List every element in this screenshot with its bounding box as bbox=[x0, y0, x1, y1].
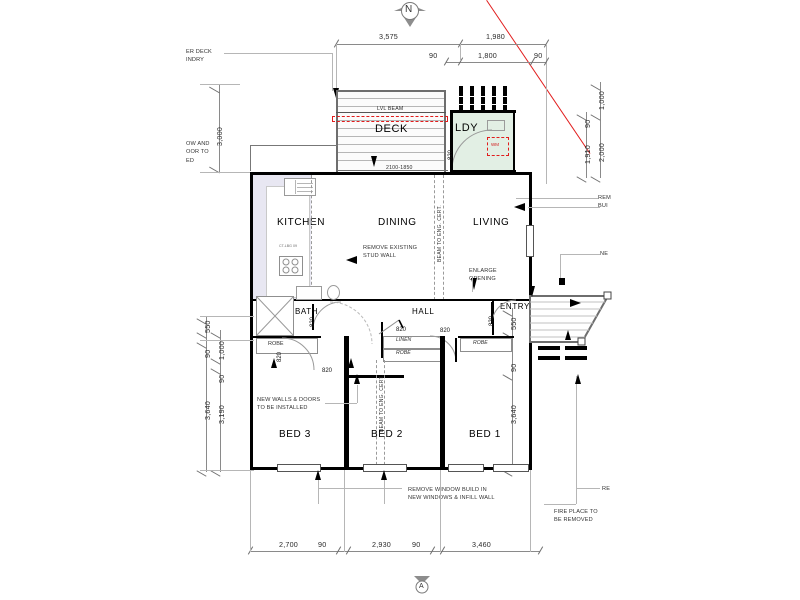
note-ne: NE bbox=[600, 251, 609, 257]
dim-bottom-3460: 3,460 bbox=[472, 540, 491, 549]
kitchen-micro-label: CT-LBG 09 bbox=[279, 244, 297, 248]
door-width-bath: 820 bbox=[310, 316, 316, 327]
room-label-ldy: LDY bbox=[455, 122, 479, 134]
washing-machine-label: WM bbox=[491, 142, 499, 147]
kitchen-floor bbox=[266, 186, 310, 298]
room-label-dining: DINING bbox=[378, 217, 417, 228]
laundry-area bbox=[452, 112, 514, 172]
dim-left-3190: 3,190 bbox=[217, 405, 226, 424]
beam-label-dining: BEAM TO ENG. CERT. bbox=[437, 204, 443, 262]
note-fire-place: FIRE PLACE TO BE REMOVED bbox=[554, 509, 598, 524]
note-new-walls-doors: NEW WALLS & DOORS TO BE INSTALLED bbox=[257, 397, 321, 412]
opening-size-deck: 2100-1850 bbox=[386, 165, 413, 171]
dim-left-3640: 3,640 bbox=[203, 401, 212, 420]
note-remove-window: REMOVE WINDOW BUILD IN NEW WINDOWS & INF… bbox=[408, 487, 495, 502]
dim-top-3575: 3,575 bbox=[379, 32, 398, 41]
note-remove-stud-wall: REMOVE EXISTING STUD WALL bbox=[363, 245, 418, 260]
linen-label: LINEN bbox=[396, 337, 412, 343]
kitchen-sink-icon bbox=[284, 178, 316, 196]
section-marker-label: A bbox=[419, 583, 424, 590]
robe-bed3-label: ROBE bbox=[268, 341, 284, 347]
dim-right-90: 90 bbox=[583, 119, 592, 128]
bed1-door-swing bbox=[429, 335, 457, 363]
room-label-deck: DECK bbox=[375, 123, 408, 135]
dim-right-550: 550 bbox=[509, 317, 518, 330]
dim-top-1980: 1,980 bbox=[486, 32, 505, 41]
wall-bed2-bed1 bbox=[440, 336, 445, 470]
room-label-kitchen: KITCHEN bbox=[277, 217, 326, 228]
living-window bbox=[526, 225, 534, 257]
deck-area bbox=[336, 90, 446, 170]
section-marker: A bbox=[412, 574, 432, 594]
robe-bed1-label: ROBE bbox=[473, 340, 488, 346]
room-label-living: LIVING bbox=[473, 217, 510, 228]
dim-left-550: 550 bbox=[203, 320, 212, 333]
north-arrow: N bbox=[392, 2, 428, 28]
vanity-icon bbox=[296, 286, 322, 300]
cooktop-icon bbox=[279, 256, 303, 276]
room-label-hall: HALL bbox=[412, 307, 435, 316]
room-label-bed3: BED 3 bbox=[279, 429, 311, 440]
dim-left-3000: 3,000 bbox=[215, 127, 224, 146]
robe-bed2-label: ROBE bbox=[396, 350, 411, 356]
door-width-bed1: 820 bbox=[440, 328, 451, 334]
ldy-door-swing bbox=[451, 129, 493, 171]
lvl-beam-label: LVL BEAM bbox=[377, 106, 404, 112]
dim-right-3640: 3,640 bbox=[509, 405, 518, 424]
note-rem-bui: REM BUI bbox=[598, 195, 611, 210]
beam-line-dining-left bbox=[434, 175, 435, 300]
door-width-ldy: 820 bbox=[448, 149, 454, 160]
note-re: RE bbox=[602, 486, 611, 492]
dim-bottom-2700: 2,700 bbox=[279, 540, 298, 549]
beam-marker-red bbox=[332, 116, 448, 122]
dim-left-90-outer: 90 bbox=[203, 349, 212, 358]
toilet-icon bbox=[327, 285, 340, 300]
dim-top-90-right: 90 bbox=[534, 51, 543, 60]
room-label-bed1: BED 1 bbox=[469, 429, 501, 440]
laundry-tub-icon bbox=[487, 120, 505, 131]
dim-top-90-left: 90 bbox=[429, 51, 438, 60]
dim-right-2000: 2,000 bbox=[597, 143, 606, 162]
note-deck-laundry: ER DECK INDRY bbox=[186, 49, 212, 64]
note-window-door: OW AND OOR TO ED bbox=[186, 141, 210, 164]
north-arrow-label: N bbox=[405, 4, 413, 15]
internal-wall-hall-top bbox=[253, 299, 531, 301]
entry-door-swing bbox=[491, 299, 517, 325]
beam-label-bed2: BEAM TO ENG. CERT. bbox=[379, 374, 385, 432]
dim-bottom-90-a: 90 bbox=[318, 540, 327, 549]
dim-left-90-inner: 90 bbox=[217, 374, 226, 383]
beam-line-dining-right bbox=[443, 175, 444, 300]
door-width-linen: 820 bbox=[396, 327, 407, 333]
dim-right-1000: 1,000 bbox=[597, 91, 606, 110]
room-label-entry: ENTRY bbox=[500, 302, 530, 311]
door-width-entry: 820 bbox=[489, 315, 495, 326]
dim-top-1800: 1,800 bbox=[478, 51, 497, 60]
washing-machine-outline bbox=[487, 137, 509, 156]
dim-left-1000: 1,000 bbox=[217, 341, 226, 360]
kitchen-dining-partition bbox=[311, 175, 312, 300]
dim-right-90-lower: 90 bbox=[509, 363, 518, 372]
dim-right-1910: 1,910 bbox=[583, 145, 592, 164]
bed3-door-swing bbox=[281, 337, 315, 371]
dim-bottom-2930: 2,930 bbox=[372, 540, 391, 549]
robe-bed1 bbox=[460, 338, 512, 352]
room-label-bed2: BED 2 bbox=[371, 429, 403, 440]
dim-bottom-90-b: 90 bbox=[412, 540, 421, 549]
bath-tub-icon bbox=[256, 296, 294, 336]
door-width-bed3: 820 bbox=[322, 368, 333, 374]
note-enlarge-opening: ENLARGE OPENING bbox=[469, 268, 497, 283]
room-label-bath: BATH bbox=[295, 307, 319, 316]
